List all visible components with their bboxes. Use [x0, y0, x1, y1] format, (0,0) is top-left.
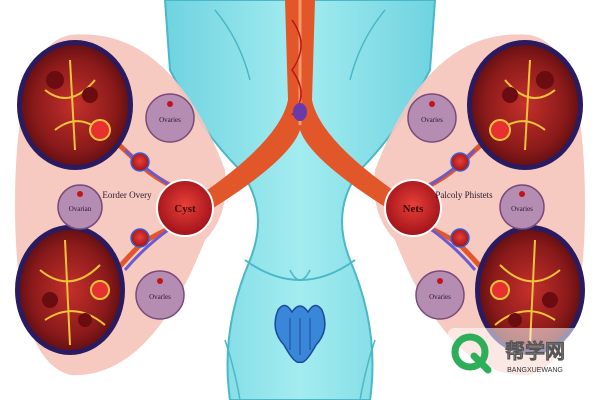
bubble-right-top: Ovaries	[407, 93, 457, 143]
bubble-right-mid: Ovaries	[499, 184, 545, 230]
bubble-right-bottom-label: Ovaries	[429, 293, 451, 301]
right-big-node: Nets	[384, 179, 442, 237]
bubble-left-bottom-label: Ovarles	[149, 293, 171, 301]
right-small-nodes	[450, 152, 470, 248]
left-center-label-line: Eorder Overy	[102, 190, 152, 200]
bubble-left-top-label: Ovaries	[159, 116, 181, 124]
left-small-nodes	[130, 152, 150, 248]
bubble-left-mid-label: Ovarian	[69, 205, 92, 213]
bubble-left-mid: Ovarian	[57, 184, 103, 230]
ovary-bottom-left	[15, 225, 125, 355]
ovary-top-right	[467, 40, 583, 170]
central-vessel	[200, 0, 400, 210]
left-big-node-label: Cyst	[174, 203, 196, 215]
watermark-text: 帮学网	[505, 339, 565, 363]
right-big-node-label: Nets	[403, 203, 424, 215]
bubble-right-mid-label: Ovaries	[511, 205, 533, 213]
bubble-left-top: Ovaries	[145, 93, 195, 143]
left-center-label: Eorder Overy	[102, 190, 152, 200]
bubble-right-top-label: Ovaries	[421, 116, 443, 124]
ovary-top-left	[17, 40, 133, 170]
watermark-q-icon	[451, 333, 492, 374]
uterus-shape	[274, 304, 326, 364]
watermark: 帮学网 BANGXUEWANG	[448, 328, 596, 376]
left-big-node: Cyst	[156, 179, 214, 237]
right-center-label: Palcoly Phistets	[435, 190, 493, 200]
bubble-right-bottom: Ovaries	[415, 270, 465, 320]
watermark-subtext: BANGXUEWANG	[507, 367, 563, 374]
bubble-left-bottom: Ovarles	[135, 270, 185, 320]
right-center-label-line: Palcoly Phistets	[435, 190, 493, 200]
ovary-bottom-right	[475, 225, 585, 355]
